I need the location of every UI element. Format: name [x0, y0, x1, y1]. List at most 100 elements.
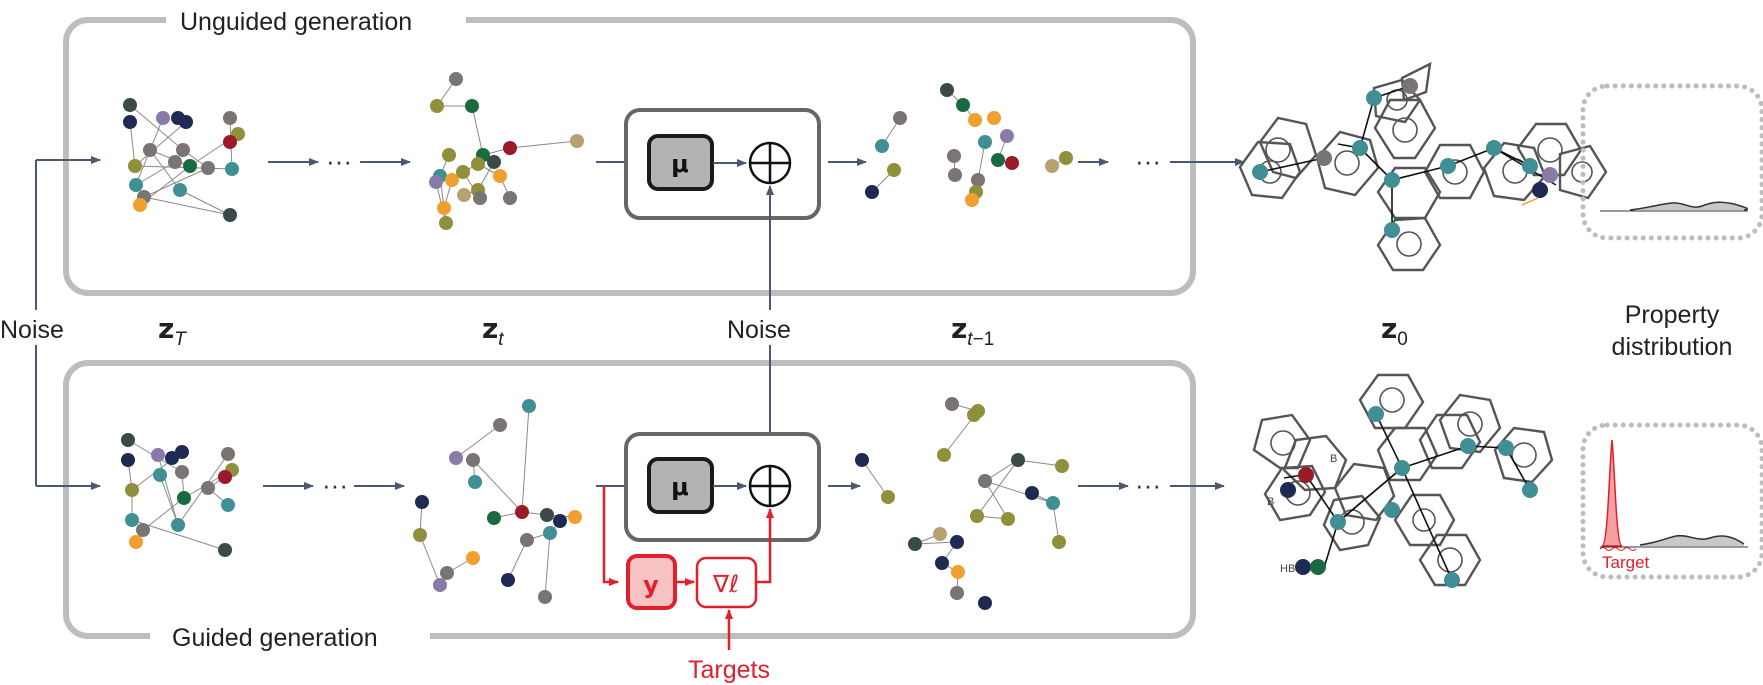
distribution-plot-icon — [1580, 83, 1763, 241]
graph-node — [940, 83, 954, 97]
graph-node — [121, 433, 135, 447]
graph-node — [970, 509, 984, 523]
graph-node — [965, 193, 979, 207]
state-labels: zT zt zt−1 z0 — [158, 312, 1408, 350]
graph-edge — [142, 497, 185, 531]
noise-input: Noise — [0, 156, 101, 490]
graph-node — [991, 153, 1005, 167]
graph-node — [468, 475, 482, 489]
graph-node — [129, 535, 143, 549]
graph-edge — [419, 534, 441, 586]
graph-node — [978, 474, 992, 488]
graph-node — [1052, 535, 1066, 549]
graph-node — [951, 565, 965, 579]
graph-node — [978, 596, 992, 610]
graph-edge — [129, 121, 136, 167]
bottom-molecule: B B HB — [1252, 373, 1554, 588]
graph-node — [457, 188, 471, 202]
graph-node — [129, 178, 143, 192]
graph-edge — [472, 459, 523, 513]
graph-edge — [521, 405, 530, 513]
graph-node — [177, 491, 191, 505]
atom-label-b: B — [1330, 453, 1337, 465]
graph-node — [501, 573, 515, 587]
graph-node — [553, 514, 567, 528]
graph-node — [503, 141, 517, 155]
mu-block — [647, 457, 714, 514]
noise-left-label: Noise — [0, 316, 64, 344]
graph-node — [413, 528, 427, 542]
graph-node — [520, 533, 534, 547]
plus-circle-icon — [748, 464, 792, 508]
graph-node — [967, 408, 981, 422]
graph-node — [433, 578, 447, 592]
graph-edge — [143, 167, 209, 198]
graph-node — [449, 451, 463, 465]
ellipsis: ··· — [1135, 470, 1161, 500]
graph-node — [1045, 159, 1059, 173]
graph-node — [487, 511, 501, 525]
mu-label: μ — [671, 473, 689, 501]
graph-node — [493, 169, 507, 183]
graph-node — [201, 481, 215, 495]
graph-node — [223, 135, 237, 149]
graph-edge — [509, 140, 578, 149]
graph-node — [540, 508, 554, 522]
graph-edge — [1017, 459, 1063, 467]
graph-node — [156, 111, 170, 125]
graph-node — [151, 448, 165, 462]
graph-node — [538, 590, 552, 604]
graph-node — [123, 115, 137, 129]
guidance-path: y ∇ℓ Targets — [602, 486, 774, 684]
graph-node — [430, 99, 444, 113]
graph-node — [171, 518, 185, 532]
graph-node — [503, 191, 517, 205]
graph-node — [442, 148, 456, 162]
noise-center: Noise — [727, 185, 791, 464]
graph-node — [948, 168, 962, 182]
graph-node — [218, 543, 232, 557]
graph-node — [445, 173, 459, 187]
graph-node — [449, 72, 463, 86]
graph-node — [136, 523, 150, 537]
graph-node — [855, 453, 869, 467]
graph-node — [221, 447, 235, 461]
graph-node — [865, 185, 879, 199]
graph-node — [1001, 512, 1015, 526]
target-label: Target — [1602, 553, 1650, 572]
graph-node — [223, 208, 237, 222]
unguided-title: Unguided generation — [180, 8, 412, 36]
graph-node — [465, 99, 479, 113]
graph-edge — [914, 541, 958, 545]
graph-node — [956, 98, 970, 112]
graph-edge — [455, 424, 501, 459]
graph-node — [937, 448, 951, 462]
graph-node — [466, 551, 480, 565]
graph-node — [437, 201, 451, 215]
property-label-line2: distribution — [1612, 333, 1733, 361]
graph-edge — [149, 149, 181, 191]
graph-edge — [544, 532, 551, 598]
graph-node — [183, 159, 197, 173]
unguided-frame: Unguided generation — [63, 6, 1196, 296]
cluster-zt1-bottom-left — [855, 453, 895, 504]
graph-node — [1000, 129, 1014, 143]
graph-node — [543, 526, 557, 540]
graph-node — [415, 495, 429, 509]
graph-edge — [135, 161, 176, 186]
cluster-zt1-top-left — [865, 111, 907, 199]
bottom-denoise-block: μ — [624, 432, 821, 542]
graph-node — [522, 399, 536, 413]
plus-circle-icon — [748, 141, 792, 185]
graph-node — [1011, 453, 1025, 467]
graph-node — [568, 510, 582, 524]
graph-node — [123, 98, 137, 112]
top-denoise-block: μ — [624, 108, 821, 220]
graph-node — [223, 111, 237, 125]
graph-node — [221, 498, 235, 512]
top-molecule — [1238, 61, 1608, 272]
graph-node — [893, 111, 907, 125]
cluster-zt1-top-right — [1045, 151, 1073, 173]
graph-node — [153, 468, 167, 482]
mu-block — [647, 134, 714, 191]
